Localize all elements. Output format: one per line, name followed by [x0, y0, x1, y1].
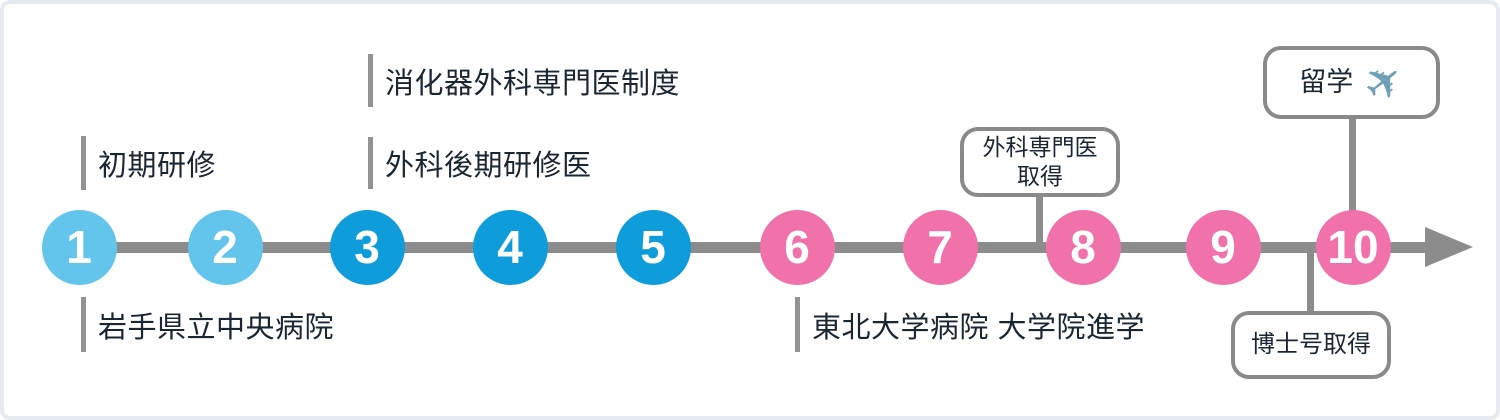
tohoku-hospital-label: 東北大学病院 大学院進学: [812, 311, 1146, 344]
study-abroad-label: 留学: [1299, 66, 1354, 97]
connector-surgeon-cert: [1036, 196, 1043, 248]
milestone-circle-10: 10: [1315, 209, 1391, 285]
gi-surgeon-system-label: 消化器外科専門医制度: [385, 67, 681, 100]
tick-mark: [368, 137, 373, 189]
connector-study-abroad: [1349, 117, 1356, 215]
milestone-circle-5: 5: [615, 209, 691, 285]
milestone-circle-9: 9: [1185, 209, 1261, 285]
timeline-axis: [79, 242, 1431, 253]
tick-mark: [795, 297, 800, 352]
milestone-circle-4: 4: [472, 209, 548, 285]
phd-label: 博士号取得: [1251, 331, 1371, 358]
milestone-circle-1: 1: [41, 209, 117, 285]
iwate-hospital-label: 岩手県立中央病院: [98, 311, 335, 344]
badge-study-abroad: 留学 ✈: [1263, 46, 1440, 119]
arrowhead-icon: [1425, 227, 1473, 267]
milestone-circle-2: 2: [187, 209, 263, 285]
annotation-iwate-hospital: 岩手県立中央病院: [81, 297, 334, 352]
badge-phd: 博士号取得: [1231, 311, 1391, 379]
badge-surgeon-cert: 外科専門医 取得: [960, 127, 1120, 197]
tick-mark: [81, 297, 86, 352]
annotation-gi-surgeon-system: 消化器外科専門医制度: [368, 54, 680, 107]
surgeon-cert-line2: 取得: [1017, 163, 1063, 189]
tick-mark: [81, 136, 86, 190]
milestone-circle-7: 7: [902, 209, 978, 285]
annotation-early-training: 初期研修: [81, 136, 216, 190]
milestone-circle-3: 3: [329, 209, 405, 285]
milestone-circle-6: 6: [759, 209, 835, 285]
surgeon-cert-line1: 外科専門医: [982, 134, 1098, 161]
milestone-circle-8: 8: [1045, 209, 1121, 285]
annotation-late-surgical-resident: 外科後期研修医: [368, 137, 592, 189]
annotation-tohoku-hospital: 東北大学病院 大学院進学: [795, 297, 1145, 352]
airplane-icon: ✈: [1352, 48, 1416, 116]
tick-mark: [368, 54, 373, 107]
early-training-label: 初期研修: [98, 150, 217, 182]
late-surgical-resident-label: 外科後期研修医: [385, 150, 592, 182]
connector-phd: [1307, 251, 1314, 313]
